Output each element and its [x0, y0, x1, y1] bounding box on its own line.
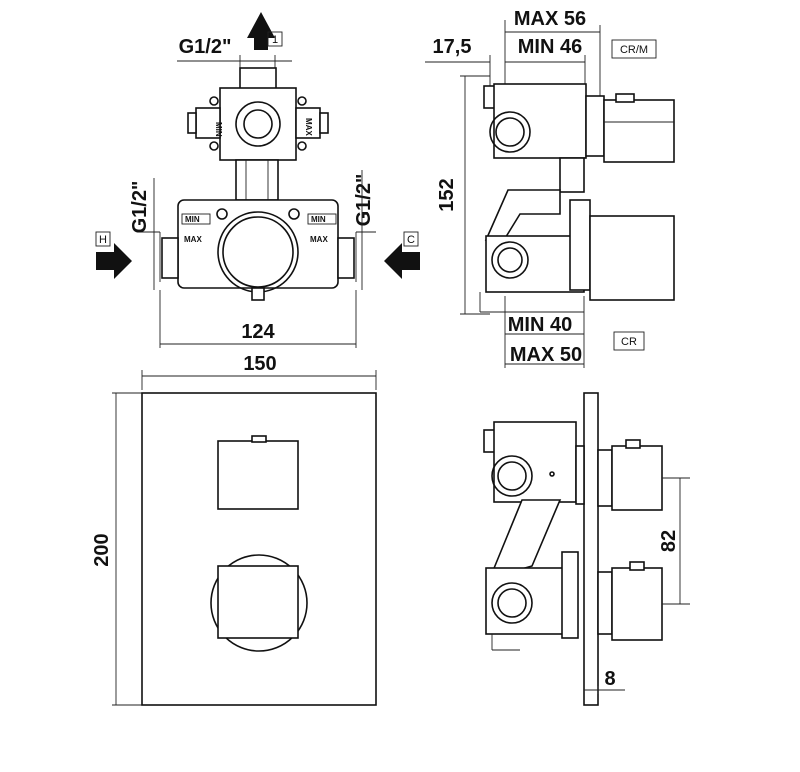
dim-200: 200	[91, 533, 113, 566]
thermostat-escutcheon	[210, 554, 308, 652]
side-assembled-view: 82 8	[483, 392, 690, 706]
dim-min-46: MIN 46	[518, 36, 582, 58]
lower-module-body	[177, 199, 339, 289]
crm-label: CR/M	[620, 44, 648, 56]
outlet-label-box	[267, 31, 283, 47]
lower-right-min: MIN	[311, 215, 326, 224]
side-valve-view: MAX 56 MIN 46 17,5 CR/M 152	[425, 8, 675, 368]
dim-max-50: MAX 50	[510, 344, 582, 366]
dim-g-left: G1/2"	[129, 181, 151, 234]
hot-inlet-arrow-icon	[96, 243, 132, 279]
thermostat-knob	[217, 565, 299, 639]
plate-edge	[583, 392, 599, 706]
front-plate-view: 150 200	[91, 353, 377, 706]
upper-max-label: MAX	[304, 118, 313, 136]
cold-inlet-arrow-icon	[384, 243, 420, 279]
dim-17-5: 17,5	[433, 36, 472, 58]
front-valve-view: 1 G1/2" MIN MAX MIN MAX MIN	[95, 12, 420, 348]
dim-g-right: G1/2"	[353, 174, 375, 227]
outlet-arrow-icon	[247, 12, 275, 50]
cr-label: CR	[621, 336, 637, 348]
diverter-knob	[217, 440, 299, 510]
dim-150: 150	[243, 353, 276, 375]
cold-label: C	[407, 234, 415, 246]
lower-right-max: MAX	[310, 235, 328, 244]
lower-left-min: MIN	[185, 215, 200, 224]
dim-82: 82	[658, 530, 680, 552]
dim-min-40: MIN 40	[508, 314, 572, 336]
upper-module-body	[219, 87, 297, 161]
dim-g-top: G1/2"	[179, 36, 232, 58]
dim-8: 8	[604, 668, 615, 690]
hot-label: H	[99, 234, 107, 246]
lower-left-max: MAX	[184, 235, 202, 244]
outlet-label: 1	[272, 34, 278, 46]
dim-152: 152	[436, 178, 458, 211]
upper-min-label: MIN	[214, 122, 223, 137]
dim-max-56: MAX 56	[514, 8, 586, 30]
dim-124: 124	[241, 321, 275, 343]
